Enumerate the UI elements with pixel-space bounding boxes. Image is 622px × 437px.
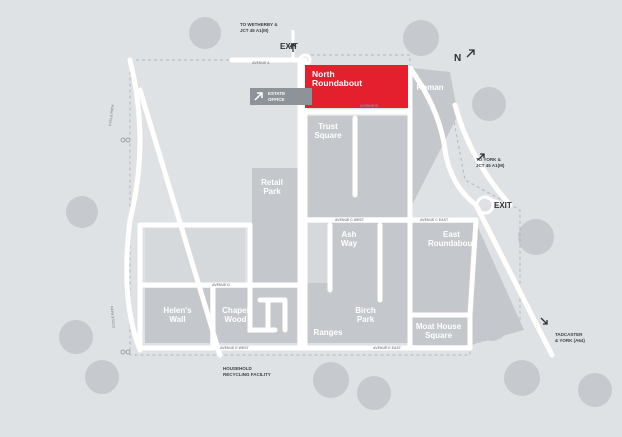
arrow-icon [254,92,263,101]
to-york-label: TO YORK & JCT 45 A1(M) [476,157,505,168]
ash-way-label: Ash Way [340,230,358,248]
east-roundabout-label: East Roundabout [427,230,476,248]
road-avenue-c-east: AVENUE C EAST [420,218,449,222]
bike-icon [120,137,131,355]
exit-north-label: EXIT [280,42,298,51]
birch-park-label: Birch Park [355,306,376,324]
to-tadcaster-label: TADCASTER & YORK (A64) [555,332,585,343]
moat-house-square-label: Moat House Square [415,322,462,340]
road-avenue-b: AVENUE B [360,104,378,108]
to-wetherby-label: TO WETHERBY & JCT 45 A1(M) [240,22,278,33]
road-avenue-a: AVENUE A [252,61,270,65]
road-avenue-d: AVENUE D [212,283,230,287]
road-avenue-e-west: AVENUE E WEST [220,346,249,350]
helens-wall-label: Helen's Wall [163,306,192,324]
household-recycling-label: HOUSEHOLD RECYCLING FACILITY [223,366,271,377]
ranges-label: Ranges [313,328,343,337]
north-roundabout-label[interactable]: North Roundabout [312,69,363,88]
arrow-icon [289,43,548,325]
road-avenue-c-west: AVENUE C WEST [335,218,364,222]
estate-office-label: ESTATE OFFICE [268,91,286,102]
tree-icon [59,17,612,410]
road-avenue-e-east: AVENUE E EAST [373,346,401,350]
chapel-wood-label: Chapel Wood [222,306,249,324]
north-label: N [454,53,462,64]
estate-office-box [250,88,312,105]
trust-square-label: Trust Square [314,122,342,140]
north-roundabout-plot[interactable] [305,65,408,108]
exit-east-label: EXIT [494,201,512,210]
roman-label: Roman [416,83,444,92]
retail-park-label: Retail Park [261,178,283,196]
